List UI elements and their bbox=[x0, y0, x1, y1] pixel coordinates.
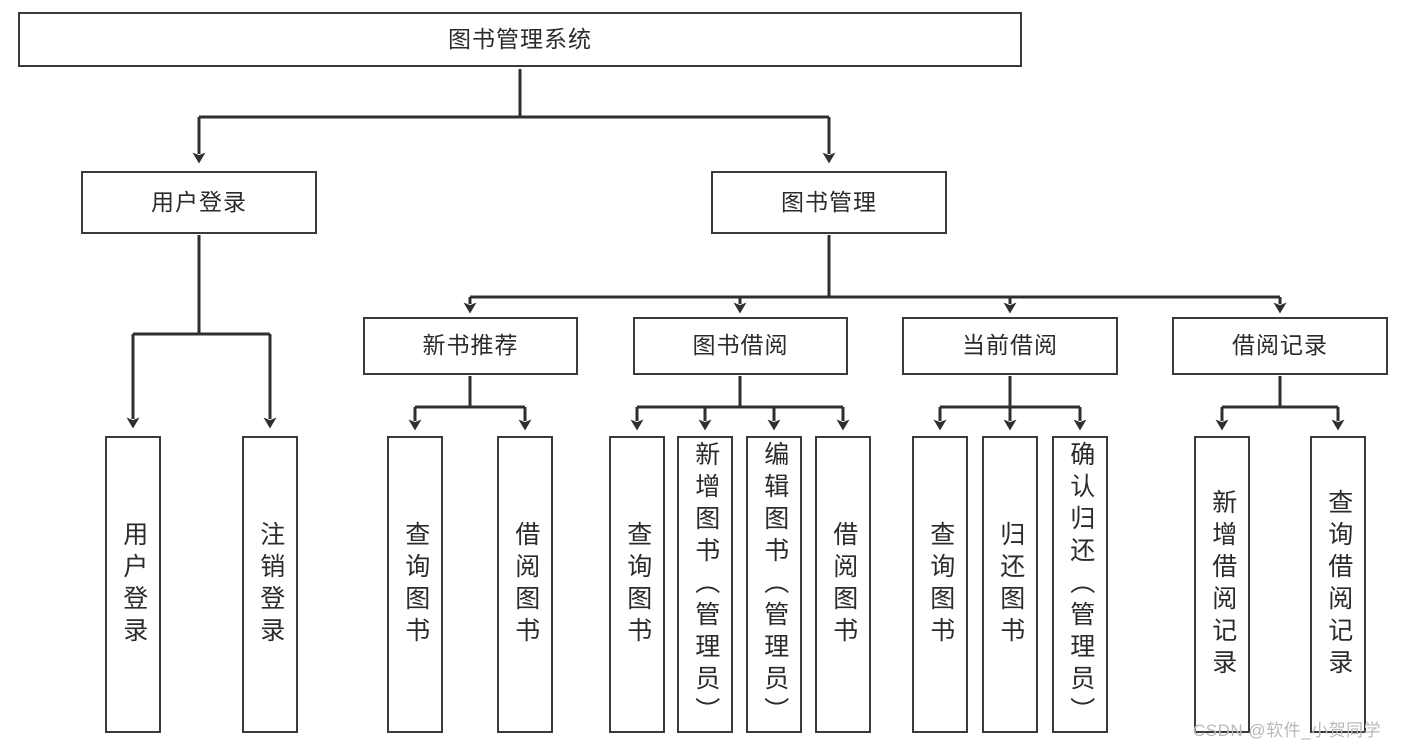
node-leaf-user-logout[interactable]: 注销登录 bbox=[242, 436, 298, 733]
node-leaf-query-book-2-label: 查询图书 bbox=[623, 520, 652, 649]
node-leaf-query-book-1[interactable]: 查询图书 bbox=[387, 436, 443, 733]
node-leaf-query-book-3-label: 查询图书 bbox=[926, 520, 955, 649]
node-book-manage[interactable]: 图书管理 bbox=[711, 171, 947, 234]
node-leaf-query-record[interactable]: 查询借阅记录 bbox=[1310, 436, 1366, 733]
node-borrow-record[interactable]: 借阅记录 bbox=[1172, 317, 1388, 375]
node-leaf-user-login[interactable]: 用户登录 bbox=[105, 436, 161, 733]
node-leaf-query-book-1-label: 查询图书 bbox=[401, 520, 430, 649]
node-book-borrow-label: 图书借阅 bbox=[692, 332, 789, 359]
node-leaf-return-book[interactable]: 归还图书 bbox=[982, 436, 1038, 733]
node-leaf-edit-book[interactable]: 编辑图书（管理员） bbox=[746, 436, 802, 733]
node-leaf-borrow-book-2[interactable]: 借阅图书 bbox=[815, 436, 871, 733]
node-user-login[interactable]: 用户登录 bbox=[81, 171, 317, 234]
csdn-watermark: CSDN @软件_小贺同学 bbox=[1193, 721, 1382, 740]
node-leaf-query-book-2[interactable]: 查询图书 bbox=[609, 436, 665, 733]
node-leaf-add-book-label: 新增图书（管理员） bbox=[691, 440, 720, 729]
node-leaf-user-logout-label: 注销登录 bbox=[256, 520, 285, 649]
node-leaf-edit-book-label: 编辑图书（管理员） bbox=[760, 440, 789, 729]
node-leaf-confirm-return[interactable]: 确认归还（管理员） bbox=[1052, 436, 1108, 733]
node-current-borrow[interactable]: 当前借阅 bbox=[902, 317, 1118, 375]
node-leaf-borrow-book-1[interactable]: 借阅图书 bbox=[497, 436, 553, 733]
node-leaf-confirm-return-label: 确认归还（管理员） bbox=[1066, 440, 1095, 729]
node-user-login-label: 用户登录 bbox=[151, 188, 247, 215]
node-leaf-add-record-label: 新增借阅记录 bbox=[1208, 488, 1237, 681]
node-root-label: 图书管理系统 bbox=[448, 25, 592, 52]
node-leaf-borrow-book-2-label: 借阅图书 bbox=[829, 520, 858, 649]
node-leaf-add-book[interactable]: 新增图书（管理员） bbox=[677, 436, 733, 733]
node-leaf-return-book-label: 归还图书 bbox=[996, 520, 1025, 649]
node-current-borrow-label: 当前借阅 bbox=[962, 332, 1058, 359]
node-new-book-rec-label: 新书推荐 bbox=[422, 332, 519, 359]
node-borrow-record-label: 借阅记录 bbox=[1232, 332, 1328, 359]
node-leaf-user-login-label: 用户登录 bbox=[119, 520, 148, 649]
node-leaf-borrow-book-1-label: 借阅图书 bbox=[511, 520, 540, 649]
node-book-borrow[interactable]: 图书借阅 bbox=[633, 317, 848, 375]
node-leaf-query-record-label: 查询借阅记录 bbox=[1324, 488, 1353, 681]
node-leaf-add-record[interactable]: 新增借阅记录 bbox=[1194, 436, 1250, 733]
node-new-book-rec[interactable]: 新书推荐 bbox=[363, 317, 578, 375]
node-root[interactable]: 图书管理系统 bbox=[18, 12, 1022, 67]
node-book-manage-label: 图书管理 bbox=[781, 188, 877, 215]
node-leaf-query-book-3[interactable]: 查询图书 bbox=[912, 436, 968, 733]
